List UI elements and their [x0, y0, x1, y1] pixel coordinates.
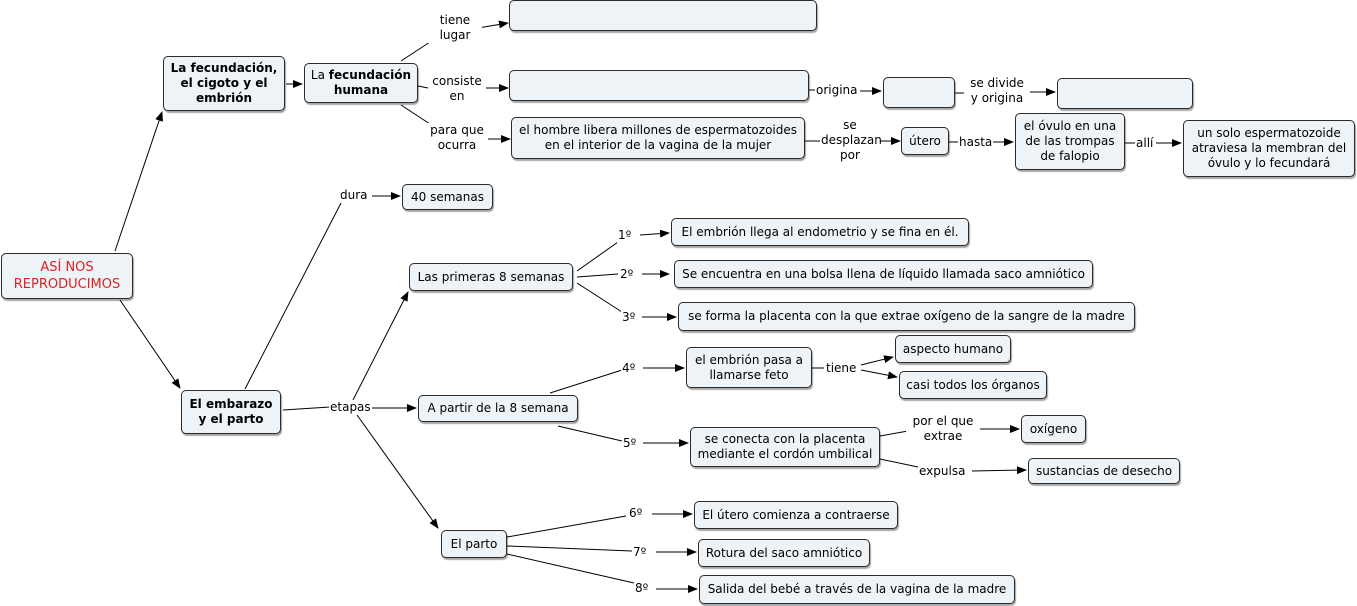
organos-node[interactable]: casi todos los órganos [899, 371, 1047, 399]
aspecto-node[interactable]: aspecto humano [895, 335, 1011, 363]
label-n1: 1º [617, 228, 633, 243]
fecundacion-humana-bold: fecundación humana [328, 68, 412, 97]
stage-7-node[interactable]: Rotura del saco amniótico [698, 539, 870, 567]
ovulo-text: el óvulo en una de las trompas de falopi… [1023, 119, 1117, 163]
fecundacion-humana-pre: La [310, 68, 325, 82]
organos-text: casi todos los órganos [906, 377, 1040, 392]
aspecto-text: aspecto humano [902, 341, 1004, 356]
desecho-node[interactable]: sustancias de desecho [1028, 458, 1180, 484]
fecundacion-cigoto-node[interactable]: La fecundación, el cigoto y el embrión [163, 56, 285, 111]
label-n7: 7º [632, 545, 648, 560]
label-etapas: etapas [329, 400, 372, 415]
semanas40-node[interactable]: 40 semanas [402, 184, 493, 210]
hombre-libera-text: el hombre libera millones de espermatozo… [519, 123, 797, 152]
label-n8: 8º [634, 581, 650, 596]
label-expulsa: expulsa [918, 464, 967, 479]
utero-text: útero [909, 133, 941, 148]
root-concept-text: ASÍ NOS REPRODUCIMOS [13, 260, 121, 292]
utero-node[interactable]: útero [901, 127, 949, 155]
label-n6: 6º [628, 506, 644, 521]
stage-1-node[interactable]: El embrión llega al endometrio y se fina… [671, 218, 969, 246]
primeras8-node[interactable]: Las primeras 8 semanas [409, 263, 573, 291]
label-tiene: tiene [825, 361, 858, 376]
label-se-divide: se divide y origina [964, 76, 1030, 106]
stage-4-node[interactable]: el embrión pasa a llamarse feto [686, 347, 812, 388]
root-concept[interactable]: ASÍ NOS REPRODUCIMOS [1, 253, 133, 299]
stage-4-text: el embrión pasa a llamarse feto [695, 352, 803, 382]
label-hasta: hasta [958, 135, 994, 150]
label-n3: 3º [621, 310, 637, 325]
primeras8-text: Las primeras 8 semanas [417, 269, 565, 284]
parto-text: El parto [450, 536, 498, 551]
label-para-que-ocurra: para que ocurra [426, 123, 488, 153]
label-n4: 4º [621, 361, 637, 376]
stage-3-text: se forma la placenta con la que extrae o… [688, 309, 1125, 323]
apartir8-text: A partir de la 8 semana [427, 401, 569, 415]
label-dura: dura [339, 188, 369, 203]
hombre-libera-node[interactable]: el hombre libera millones de espermatozo… [511, 117, 805, 159]
stage-8-text: Salida del bebé a través de la vagina de… [707, 582, 1007, 596]
espermatozoide-node[interactable]: un solo espermatozoide atraviesa la memb… [1183, 120, 1355, 177]
semanas40-text: 40 semanas [411, 189, 484, 204]
label-n5: 5º [622, 436, 638, 451]
stage-2-text: Se encuentra en una bolsa llena de líqui… [682, 266, 1085, 281]
stage-6-node[interactable]: El útero comienza a contraerse [694, 501, 898, 529]
espermatozoide-text: un solo espermatozoide atraviesa la memb… [1191, 126, 1347, 170]
stage-3-node[interactable]: se forma la placenta con la que extrae o… [678, 302, 1135, 331]
parto-node[interactable]: El parto [441, 530, 507, 558]
fecundacion-humana-node[interactable]: La fecundación humana [304, 63, 418, 103]
label-tiene-lugar: tiene lugar [428, 13, 482, 43]
tiene-lugar-target-node[interactable] [509, 0, 817, 31]
divide-target-node[interactable] [1057, 78, 1193, 109]
origina-target-node[interactable] [883, 77, 955, 108]
embarazo-node[interactable]: El embarazo y el parto [181, 390, 281, 434]
stage-7-text: Rotura del saco amniótico [705, 545, 863, 560]
desecho-text: sustancias de desecho [1035, 463, 1173, 478]
fecundacion-cigoto-text: La fecundación, el cigoto y el embrión [170, 61, 278, 105]
embarazo-text: El embarazo y el parto [189, 397, 273, 426]
label-por-el-que-extrae: por el que extrae [906, 414, 980, 444]
link-root-embarazo [119, 299, 181, 389]
oxigeno-text: oxígeno [1029, 421, 1078, 436]
label-origina: origina [815, 83, 859, 98]
fecundacion-humana-text: La fecundación humana [309, 68, 413, 98]
consiste-target-node[interactable] [509, 70, 809, 101]
label-n2: 2º [619, 267, 635, 282]
stage-5-text: se conecta con la placenta mediante el c… [697, 432, 873, 461]
label-alli: allí [1135, 136, 1155, 151]
stage-2-node[interactable]: Se encuentra en una bolsa llena de líqui… [674, 260, 1093, 288]
stage-5-node[interactable]: se conecta con la placenta mediante el c… [690, 427, 880, 467]
ovulo-node[interactable]: el óvulo en una de las trompas de falopi… [1015, 113, 1125, 170]
apartir8-node[interactable]: A partir de la 8 semana [418, 395, 578, 422]
stage-6-text: El útero comienza a contraerse [702, 507, 890, 522]
stage-1-text: El embrión llega al endometrio y se fina… [681, 224, 959, 239]
link-root-fecundacion [114, 111, 163, 252]
label-consiste-en: consiste en [428, 74, 486, 104]
oxigeno-node[interactable]: oxígeno [1021, 415, 1086, 443]
label-se-desplazan: se desplazan por [820, 118, 882, 163]
stage-8-node[interactable]: Salida del bebé a través de la vagina de… [699, 575, 1015, 604]
